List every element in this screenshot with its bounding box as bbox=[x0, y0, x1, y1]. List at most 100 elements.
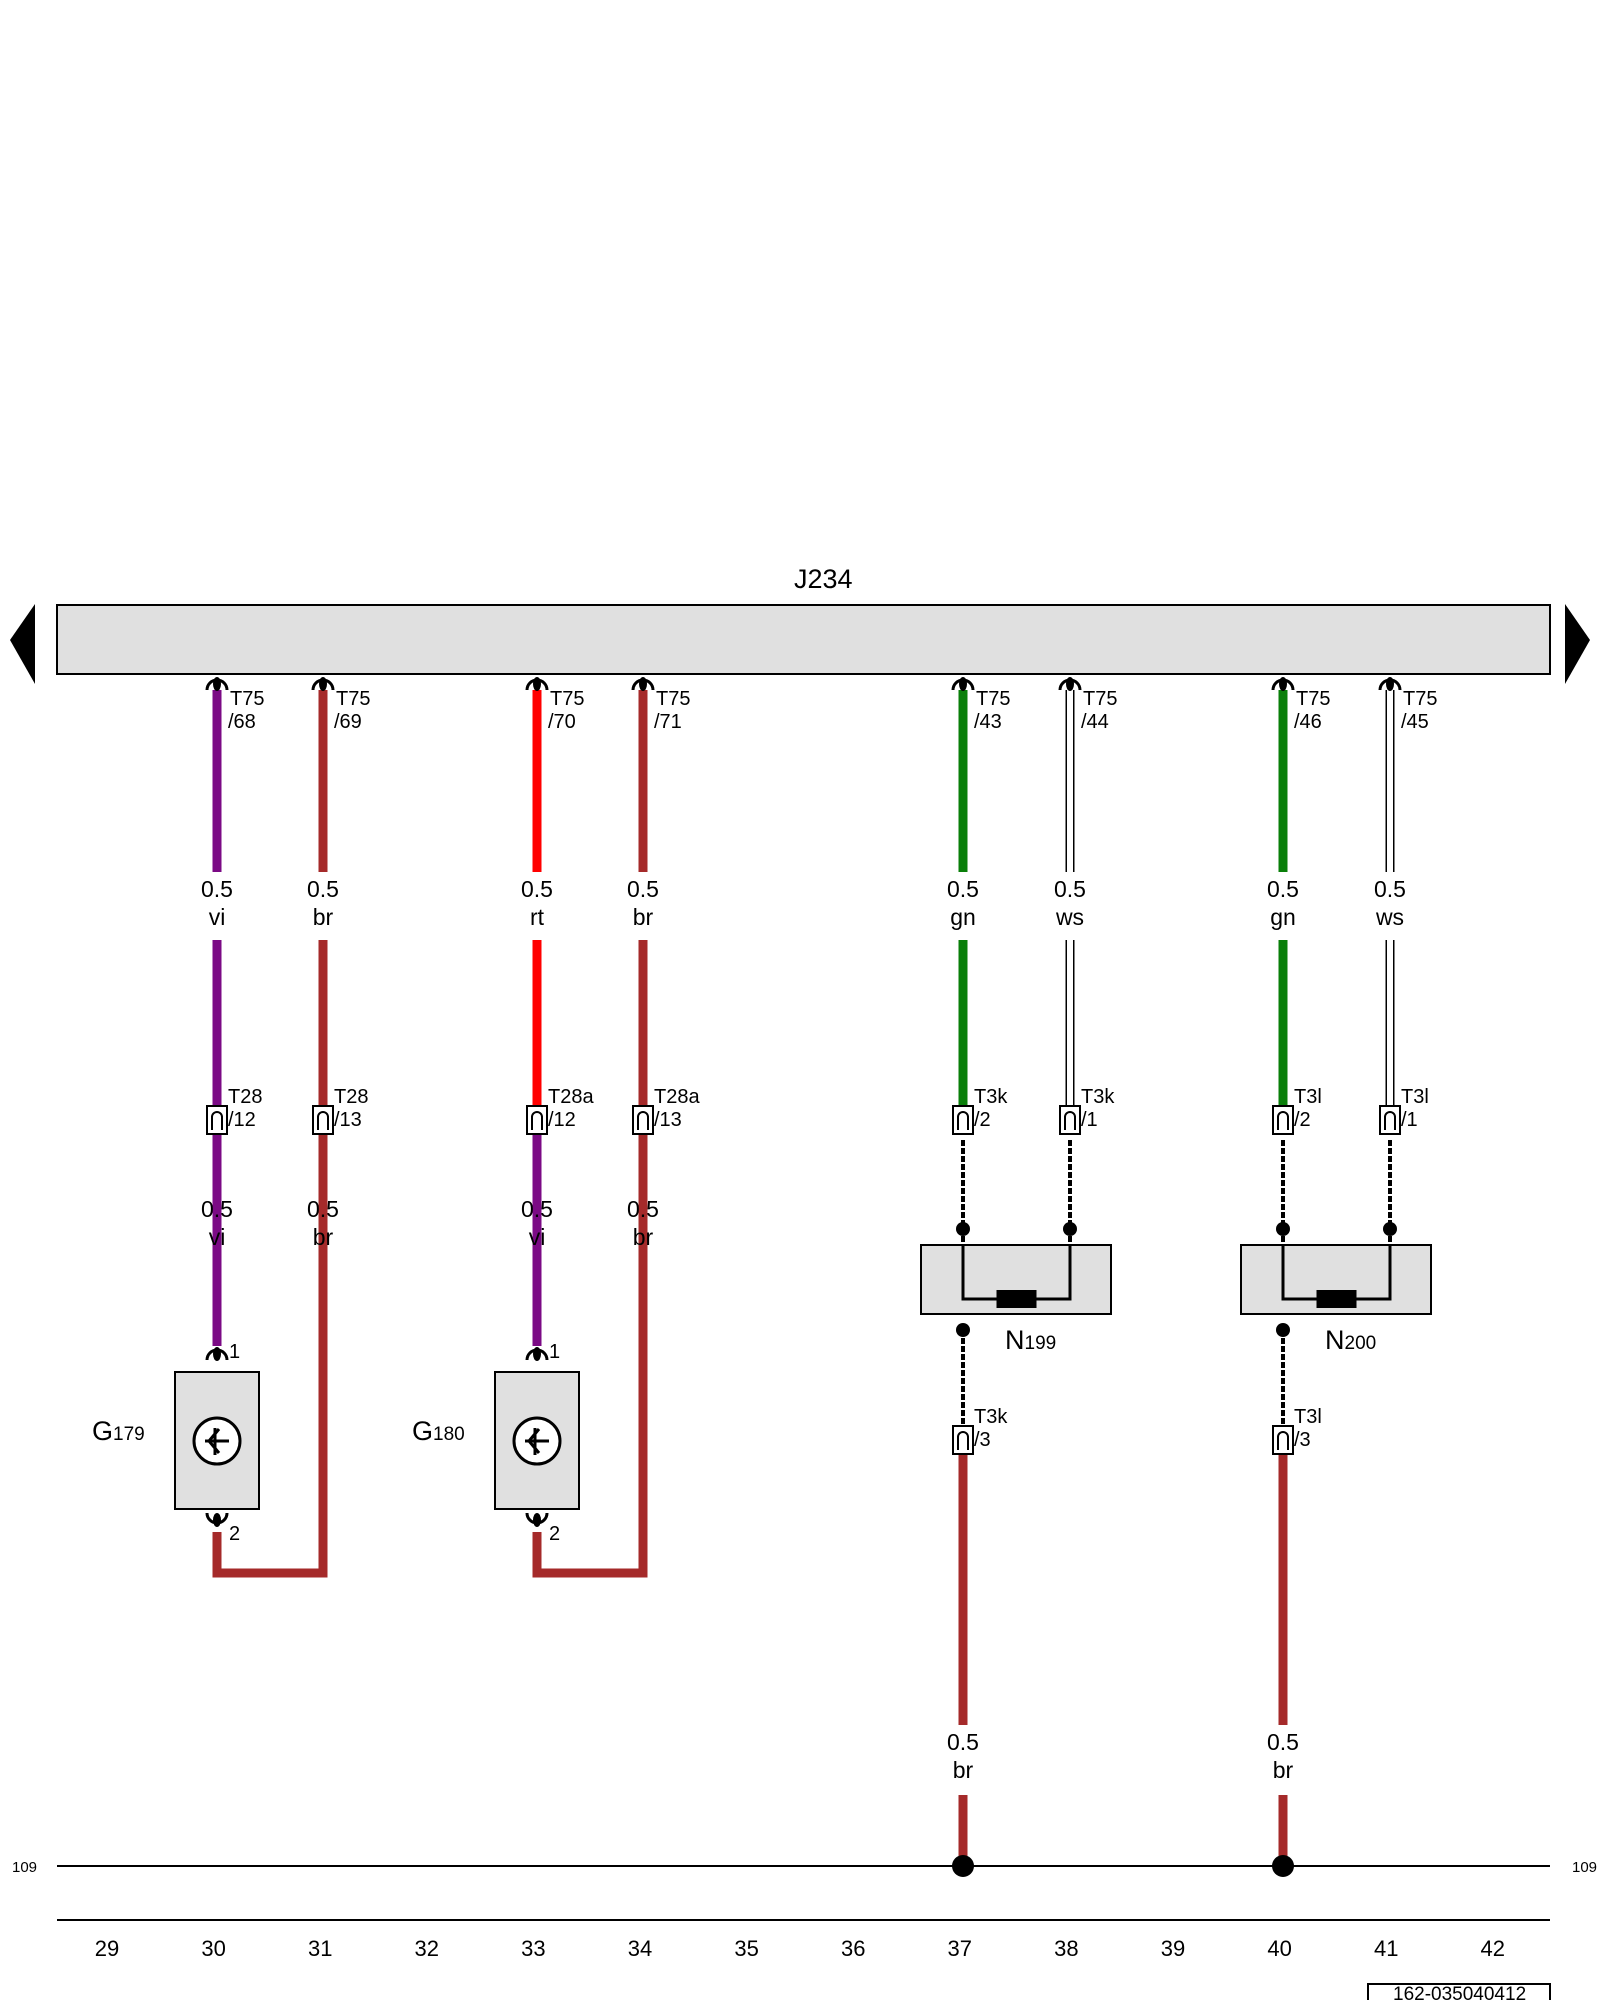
sensor-0-name: G179 bbox=[92, 1416, 145, 1446]
pin-number-4: /43 bbox=[974, 711, 1002, 733]
module-pin-3-dot bbox=[639, 677, 647, 691]
column-number-0: 29 bbox=[95, 1936, 119, 1961]
wire-sensor-loop-1 bbox=[532, 1532, 648, 1578]
module-pin-1-dot bbox=[319, 677, 327, 691]
connector-label-1: T28 bbox=[334, 1086, 368, 1108]
connector-label-3: T28a bbox=[654, 1086, 700, 1108]
sensor-0-pin-bottom-dot bbox=[213, 1513, 221, 1527]
sensor-1-pin-top-dot bbox=[533, 1347, 541, 1361]
page-prev-arrow[interactable] bbox=[10, 604, 35, 684]
wire-size-lower-3: 0.5 bbox=[627, 1196, 659, 1222]
pin-label-4: T75 bbox=[976, 688, 1010, 710]
connector-2-contact bbox=[531, 1111, 543, 1130]
valve-0-wire-size: 0.5 bbox=[947, 1729, 979, 1755]
wire-size-lower-0: 0.5 bbox=[201, 1196, 233, 1222]
pin-label-6: T75 bbox=[1296, 688, 1330, 710]
module-pin-7-dot bbox=[1386, 677, 1394, 691]
valve-1-wire-size: 0.5 bbox=[1267, 1729, 1299, 1755]
pin-number-0: /68 bbox=[228, 711, 256, 733]
column-number-13: 42 bbox=[1481, 1936, 1505, 1961]
marks-layer: T75/68T75/69T75/70T75/71T75/43T75/44T75/… bbox=[92, 677, 1437, 1877]
wire-color-upper-7: ws bbox=[1375, 904, 1404, 930]
valve-1-name: N200 bbox=[1325, 1325, 1376, 1355]
sensor-1-glyph bbox=[525, 1428, 549, 1455]
connector-number-3: /13 bbox=[654, 1109, 682, 1131]
valve-1-node-b bbox=[1383, 1222, 1397, 1236]
connector-label-5: T3k bbox=[1081, 1086, 1115, 1108]
connector-number-4: /2 bbox=[974, 1109, 991, 1131]
wire-size-upper-5: 0.5 bbox=[1054, 876, 1086, 902]
wire-color-upper-3: br bbox=[633, 904, 654, 930]
valve-0-node-out bbox=[956, 1323, 970, 1337]
wire-color-lower-3: br bbox=[633, 1224, 654, 1250]
pin-label-1: T75 bbox=[336, 688, 370, 710]
column-number-6: 35 bbox=[734, 1936, 758, 1961]
connector-3 bbox=[632, 1105, 654, 1135]
valve-1-coil bbox=[1316, 1290, 1357, 1308]
module-pin-4-dot bbox=[959, 677, 967, 691]
pin-label-7: T75 bbox=[1403, 688, 1437, 710]
sensor-1-pin-bottom-label: 2 bbox=[549, 1523, 560, 1545]
wire-size-upper-2: 0.5 bbox=[521, 876, 553, 902]
module-title: J234 bbox=[794, 564, 853, 594]
column-number-10: 39 bbox=[1161, 1936, 1185, 1961]
connector-number-0: /12 bbox=[228, 1109, 256, 1131]
page-next-arrow[interactable] bbox=[1565, 604, 1590, 684]
valve-0-letter: N bbox=[1005, 1325, 1025, 1355]
wire-color-upper-4: gn bbox=[950, 904, 976, 930]
valve-0-wire-color: br bbox=[953, 1757, 974, 1783]
column-number-11: 40 bbox=[1267, 1936, 1291, 1961]
sensor-0-pin-top-label: 1 bbox=[229, 1341, 240, 1363]
connector-4-contact bbox=[957, 1111, 969, 1130]
valve-0-name: N199 bbox=[1005, 1325, 1056, 1355]
column-number-2: 31 bbox=[308, 1936, 332, 1961]
connector-number-5: /1 bbox=[1081, 1109, 1098, 1131]
wire-color-upper-1: br bbox=[313, 904, 334, 930]
column-number-3: 32 bbox=[415, 1936, 439, 1961]
valve-0-connector-number: /3 bbox=[974, 1429, 991, 1451]
connector-6-contact bbox=[1277, 1111, 1289, 1130]
sensor-1-letter: G bbox=[412, 1416, 433, 1446]
sensor-1-pin-bottom-dot bbox=[533, 1513, 541, 1527]
wire-size-lower-2: 0.5 bbox=[521, 1196, 553, 1222]
connector-number-1: /13 bbox=[334, 1109, 362, 1131]
valve-0-node-a bbox=[956, 1222, 970, 1236]
connector-0 bbox=[206, 1105, 228, 1135]
pin-label-5: T75 bbox=[1083, 688, 1117, 710]
wire-color-lower-2: vi bbox=[529, 1224, 546, 1250]
wire-sensor-loop-0 bbox=[212, 1532, 328, 1578]
sensor-0-pin-bottom-label: 2 bbox=[229, 1523, 240, 1545]
wire-size-upper-6: 0.5 bbox=[1267, 876, 1299, 902]
sensor-0-glyph bbox=[205, 1428, 229, 1455]
connector-4 bbox=[952, 1105, 974, 1135]
connector-3-contact bbox=[637, 1111, 649, 1130]
valve-1-node-out bbox=[1276, 1323, 1290, 1337]
wire-size-upper-7: 0.5 bbox=[1374, 876, 1406, 902]
valve-0-coil bbox=[996, 1290, 1037, 1308]
connector-1 bbox=[312, 1105, 334, 1135]
sensor-0-pin-top-dot bbox=[213, 1347, 221, 1361]
wire-color-lower-1: br bbox=[313, 1224, 334, 1250]
valve-1-connector-contact bbox=[1277, 1431, 1289, 1450]
column-number-9: 38 bbox=[1054, 1936, 1078, 1961]
column-number-12: 41 bbox=[1374, 1936, 1398, 1961]
module-pin-0-dot bbox=[213, 677, 221, 691]
pin-number-1: /69 bbox=[334, 711, 362, 733]
connector-label-6: T3l bbox=[1294, 1086, 1322, 1108]
connector-label-7: T3l bbox=[1401, 1086, 1429, 1108]
module-pin-5-dot bbox=[1066, 677, 1074, 691]
pin-number-6: /46 bbox=[1294, 711, 1322, 733]
connector-2 bbox=[526, 1105, 548, 1135]
valve-0-connector-label: T3k bbox=[974, 1406, 1008, 1428]
pin-number-2: /70 bbox=[548, 711, 576, 733]
wire-color-lower-0: vi bbox=[209, 1224, 226, 1250]
sensor-1-name: G180 bbox=[412, 1416, 465, 1446]
column-number-4: 33 bbox=[521, 1936, 545, 1961]
connector-6 bbox=[1272, 1105, 1294, 1135]
ground-ref-left: 109 bbox=[12, 1859, 37, 1876]
wire-size-upper-0: 0.5 bbox=[201, 876, 233, 902]
wire-color-upper-5: ws bbox=[1055, 904, 1084, 930]
wire-size-upper-4: 0.5 bbox=[947, 876, 979, 902]
